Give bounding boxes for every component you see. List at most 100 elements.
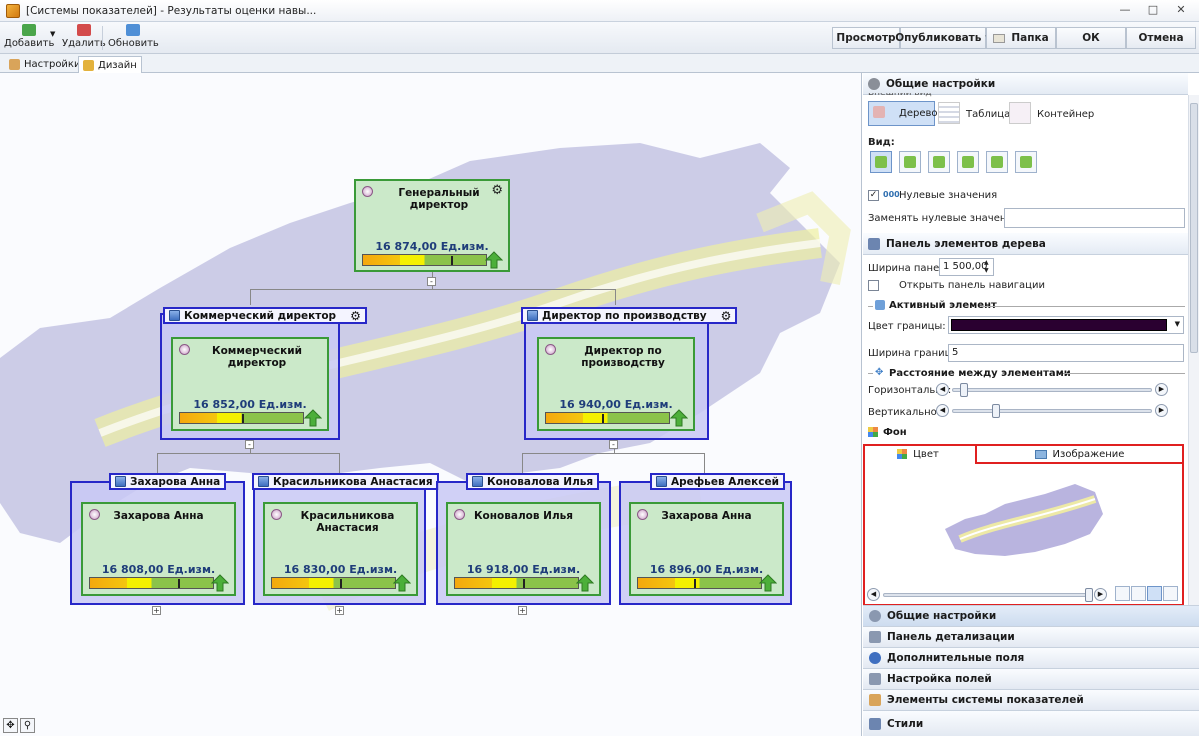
expand-toggle[interactable]: + bbox=[152, 606, 161, 615]
general-settings-header[interactable]: Общие настройки bbox=[863, 73, 1188, 95]
expand-toggle[interactable]: + bbox=[518, 606, 527, 615]
tree-node[interactable]: Захарова Анна 16 808,00 Ед.изм. bbox=[81, 502, 236, 596]
type-container-button[interactable]: Контейнер bbox=[1037, 109, 1095, 120]
open-nav-checkbox[interactable] bbox=[868, 280, 879, 291]
minimize-icon[interactable]: — bbox=[1119, 2, 1131, 16]
panel-width-input[interactable]: 1 500,00 bbox=[939, 258, 994, 276]
slider-left-icon[interactable]: ◀ bbox=[936, 383, 949, 396]
slider-right-icon[interactable]: ▶ bbox=[1155, 383, 1168, 396]
info-icon bbox=[869, 652, 881, 664]
accordion-detail-panel[interactable]: Панель детализации bbox=[863, 626, 1199, 647]
view-top-down-button[interactable] bbox=[870, 151, 892, 173]
accordion-scorecard-elements[interactable]: Элементы системы показателей bbox=[863, 689, 1199, 710]
image-scale-slider[interactable]: ◀ ▶ bbox=[867, 588, 1107, 602]
connector-line bbox=[339, 453, 340, 477]
node-type-icon bbox=[271, 509, 282, 520]
tree-panel-header[interactable]: Панель элементов дерева bbox=[863, 233, 1188, 255]
gear-icon[interactable]: ⚙ bbox=[491, 183, 503, 198]
group-label[interactable]: Арефьев Алексей bbox=[650, 473, 786, 490]
zero-values-checkbox[interactable]: ✓ bbox=[868, 190, 879, 201]
slider-knob[interactable] bbox=[960, 383, 968, 397]
tab-settings[interactable]: Настройки bbox=[4, 56, 85, 73]
zoom-icon[interactable]: ⚲ bbox=[20, 718, 35, 733]
replace-zero-input[interactable] bbox=[1004, 208, 1185, 228]
tree-node[interactable]: Директор по производству 16 940,00 Ед.из… bbox=[537, 337, 695, 431]
collapse-toggle[interactable]: - bbox=[609, 440, 618, 449]
progress-bar bbox=[454, 577, 579, 589]
group-leaf[interactable]: Захарова Анна 16 896,00 Ед.изм. bbox=[619, 481, 792, 605]
view-bottom-up-button[interactable] bbox=[899, 151, 921, 173]
tree-node[interactable]: Красильникова Анастасия 16 830,00 Ед.изм… bbox=[263, 502, 418, 596]
accordion-additional-fields[interactable]: Дополнительные поля bbox=[863, 647, 1199, 668]
image-fit-none-button[interactable] bbox=[1115, 586, 1130, 601]
cancel-button[interactable]: Отмена bbox=[1126, 27, 1196, 49]
vertical-slider[interactable]: ◀ ▶ bbox=[936, 404, 1168, 418]
pan-icon[interactable]: ✥ bbox=[3, 718, 18, 733]
refresh-button[interactable]: Обновить bbox=[108, 24, 159, 52]
collapse-toggle[interactable]: - bbox=[245, 440, 254, 449]
image-fit-uniform-button[interactable] bbox=[1147, 586, 1162, 601]
accordion-field-settings[interactable]: Настройка полей bbox=[863, 668, 1199, 689]
group-leaf[interactable]: Красильникова Анастасия 16 830,00 Ед.изм… bbox=[253, 481, 426, 605]
group-label[interactable]: Красильникова Анастасия bbox=[252, 473, 439, 490]
gear-icon[interactable]: ⚙ bbox=[350, 308, 361, 323]
view-left-right-button[interactable] bbox=[957, 151, 979, 173]
expand-toggle[interactable]: + bbox=[335, 606, 344, 615]
slider-knob[interactable] bbox=[1085, 588, 1093, 602]
folder-button[interactable]: Папка bbox=[986, 27, 1056, 49]
border-width-input[interactable]: 5 bbox=[948, 344, 1184, 362]
collapse-toggle[interactable]: - bbox=[427, 277, 436, 286]
design-tab-icon bbox=[83, 59, 94, 71]
table-icon[interactable] bbox=[938, 102, 960, 124]
background-header: Фон bbox=[883, 427, 907, 438]
group-leaf[interactable]: Коновалов Илья 16 918,00 Ед.изм. bbox=[436, 481, 611, 605]
view-vertical-button[interactable] bbox=[1015, 151, 1037, 173]
gear-icon[interactable]: ⚙ bbox=[720, 308, 732, 323]
background-image-preview[interactable]: Изображение ◀ ▶ bbox=[863, 444, 1184, 606]
bg-color-tab[interactable]: Цвет bbox=[863, 445, 973, 463]
accordion-general-settings[interactable]: Общие настройки bbox=[863, 605, 1199, 626]
spinner-icon[interactable]: ▲▼ bbox=[984, 259, 989, 274]
tab-design[interactable]: Дизайн bbox=[78, 56, 142, 74]
panel-scrollbar[interactable] bbox=[1188, 95, 1199, 606]
type-table-button[interactable]: Таблица bbox=[966, 109, 1011, 120]
close-icon[interactable]: ✕ bbox=[1176, 2, 1186, 16]
bg-image-tab[interactable]: Изображение bbox=[975, 446, 1182, 464]
group-production-director[interactable]: Директор по производству 16 940,00 Ед.из… bbox=[524, 313, 709, 440]
scrollbar-thumb[interactable] bbox=[1190, 103, 1198, 353]
horizontal-slider[interactable]: ◀ ▶ bbox=[936, 383, 1168, 397]
slider-right-icon[interactable]: ▶ bbox=[1094, 588, 1107, 601]
add-button[interactable]: Добавить bbox=[4, 24, 54, 52]
add-dropdown-icon[interactable]: ▼ bbox=[50, 30, 56, 38]
panel-icon bbox=[868, 237, 880, 250]
design-canvas[interactable]: Генеральный директор ⚙ 16 874,00 Ед.изм.… bbox=[0, 73, 862, 736]
slider-left-icon[interactable]: ◀ bbox=[936, 404, 949, 417]
container-icon[interactable] bbox=[1009, 102, 1031, 124]
group-label[interactable]: Коммерческий директор⚙ bbox=[163, 307, 367, 324]
tree-node[interactable]: Коммерческий директор 16 852,00 Ед.изм. bbox=[171, 337, 329, 431]
group-label[interactable]: Директор по производству⚙ bbox=[521, 307, 738, 324]
maximize-icon[interactable]: □ bbox=[1147, 2, 1159, 16]
tree-node-root[interactable]: Генеральный директор ⚙ 16 874,00 Ед.изм. bbox=[354, 179, 510, 272]
publish-button[interactable]: Опубликовать ▼ bbox=[895, 27, 991, 49]
accordion-styles[interactable]: Стили bbox=[863, 710, 1199, 736]
group-commercial-director[interactable]: Коммерческий директор 16 852,00 Ед.изм. bbox=[160, 313, 340, 440]
group-leaf[interactable]: Захарова Анна 16 808,00 Ед.изм. bbox=[70, 481, 245, 605]
tree-node[interactable]: Захарова Анна 16 896,00 Ед.изм. bbox=[629, 502, 784, 596]
slider-left-icon[interactable]: ◀ bbox=[867, 588, 880, 601]
image-fit-uniform-fill-button[interactable] bbox=[1163, 586, 1178, 601]
slider-right-icon[interactable]: ▶ bbox=[1155, 404, 1168, 417]
connector-line bbox=[704, 453, 705, 477]
view-horizontal-button[interactable] bbox=[986, 151, 1008, 173]
ok-button[interactable]: ОК bbox=[1056, 27, 1126, 49]
slider-knob[interactable] bbox=[992, 404, 1000, 418]
tree-node[interactable]: Коновалов Илья 16 918,00 Ед.изм. bbox=[446, 502, 601, 596]
delete-button[interactable]: Удалить bbox=[62, 24, 106, 52]
image-fit-fill-button[interactable] bbox=[1131, 586, 1146, 601]
border-color-picker[interactable]: ▼ bbox=[948, 316, 1184, 334]
preview-button[interactable]: Просмотр bbox=[832, 27, 900, 49]
view-right-left-button[interactable] bbox=[928, 151, 950, 173]
group-label[interactable]: Коновалова Илья bbox=[466, 473, 600, 490]
type-tree-button[interactable]: Дерево bbox=[868, 101, 937, 126]
group-label[interactable]: Захарова Анна bbox=[109, 473, 227, 490]
